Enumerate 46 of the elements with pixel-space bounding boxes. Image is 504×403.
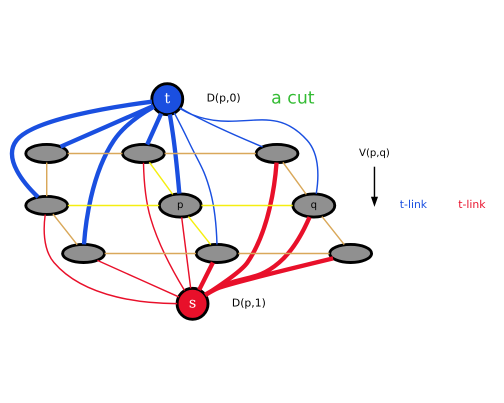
connector	[180, 217, 192, 288]
node-ellipse: q	[291, 192, 336, 218]
connector	[52, 214, 78, 246]
connector	[201, 204, 293, 206]
connector	[204, 256, 334, 296]
node-circle: t	[150, 82, 184, 116]
arrow	[370, 166, 378, 207]
connector	[145, 112, 164, 146]
connector	[238, 252, 330, 254]
connector	[142, 162, 186, 291]
node-ellipse	[194, 243, 240, 264]
label: D(p,1)	[232, 296, 266, 310]
node-ellipse	[24, 195, 70, 216]
connector	[168, 114, 182, 194]
connector	[204, 162, 279, 297]
connector	[97, 260, 180, 298]
node-text: V(p,q)	[359, 148, 390, 160]
connector	[68, 152, 122, 154]
node-ellipse	[24, 143, 70, 164]
connector	[68, 204, 160, 206]
node-ellipse	[328, 243, 374, 264]
connector	[282, 162, 307, 195]
connector	[164, 152, 256, 154]
connector	[197, 262, 215, 291]
label: t-link	[458, 198, 486, 211]
label: t-link	[400, 198, 428, 211]
connector	[43, 214, 178, 304]
node-ellipse	[121, 143, 166, 164]
connector	[174, 112, 218, 244]
connector	[104, 252, 196, 254]
connector	[179, 108, 319, 194]
connector	[10, 100, 152, 199]
connector	[204, 216, 312, 297]
connector	[46, 162, 48, 196]
connector	[60, 104, 154, 149]
node-ellipse	[254, 143, 300, 164]
node-circle: s	[176, 286, 210, 321]
connector	[82, 104, 155, 245]
node-ellipse	[61, 243, 106, 264]
connector	[148, 162, 174, 195]
label: D(p,0)	[206, 92, 241, 105]
connector	[321, 216, 345, 246]
connector	[180, 107, 263, 148]
label: a cut	[271, 88, 315, 109]
node-ellipse: p	[158, 192, 203, 218]
connector	[188, 216, 212, 246]
